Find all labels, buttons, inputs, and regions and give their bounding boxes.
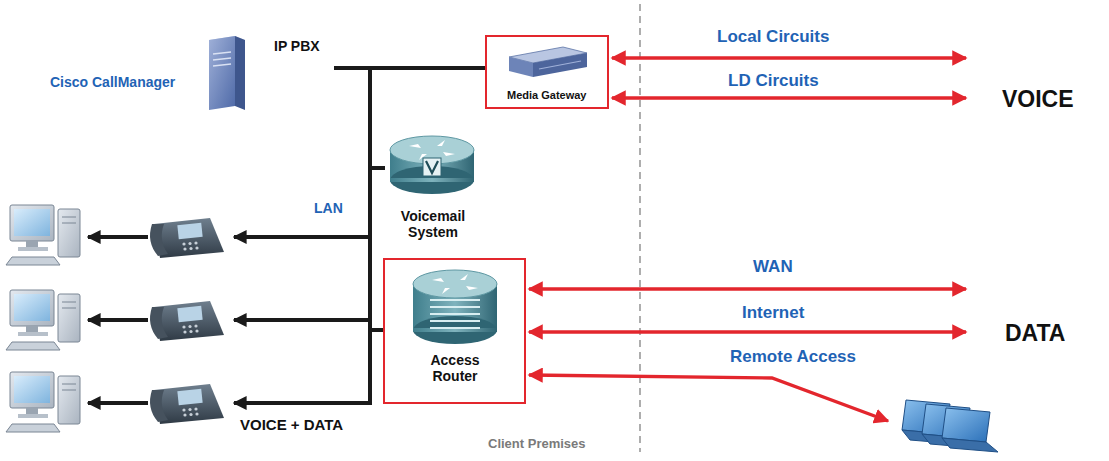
access-router-box: Access Router <box>383 258 526 404</box>
voicemail-icon-part <box>387 134 477 200</box>
server-name: Cisco CallManager <box>50 74 175 90</box>
access-router-icon-part-part-part <box>432 278 444 282</box>
media-gateway-icon-part-part <box>509 57 533 77</box>
access-router-icon-part-part <box>430 299 480 301</box>
server-icon-part-part <box>213 64 231 66</box>
network-illustration-part <box>150 301 224 341</box>
lan-wiring-part <box>368 320 372 405</box>
external-links-part <box>529 330 966 333</box>
media-gateway-icon <box>507 43 589 87</box>
lan-wiring-part <box>88 401 148 405</box>
lan-wiring-part <box>88 318 148 322</box>
access-router-icon-part-part <box>430 327 480 329</box>
access-router-icon-part-part <box>430 313 480 315</box>
voicemail-icon-part-part <box>409 140 455 160</box>
access-router-icon <box>410 268 500 348</box>
server-icon-part <box>205 34 249 114</box>
lan-wiring-part <box>234 235 370 239</box>
link-label: WAN <box>751 257 795 277</box>
server-role: IP PBX <box>274 38 320 54</box>
group-label: DATA <box>1003 320 1067 346</box>
link-label: Local Circuits <box>715 27 831 47</box>
media-gateway-icon-part-part <box>533 53 587 77</box>
network-illustration-part <box>942 408 998 452</box>
access-router-icon-part-part <box>430 306 480 308</box>
server-icon-part-part <box>235 36 245 110</box>
access-router-icon-part-part <box>430 320 480 322</box>
region-label: Client Premises <box>486 437 588 452</box>
lan-wiring <box>88 237 370 405</box>
access-router-icon-part-part <box>413 316 497 344</box>
network-label: VOICE + DATA <box>238 416 345 433</box>
access-router-icon-part-part-part <box>466 286 478 290</box>
access-router-icon-part-part <box>413 270 497 298</box>
external-links-part <box>529 287 966 290</box>
server-icon-part-part <box>213 58 231 60</box>
media-gateway-icon-part <box>507 43 589 83</box>
external-links <box>529 58 966 421</box>
network-illustration-part <box>6 372 80 432</box>
premises-divider <box>639 4 641 452</box>
voicemail-icon <box>387 134 477 204</box>
external-links-part <box>612 96 966 99</box>
server-icon-part-part <box>213 52 231 54</box>
voicemail-icon-part-part-part <box>437 140 445 146</box>
voicemail-icon-part-part <box>426 161 438 173</box>
access-router-icon-part-part <box>432 274 478 294</box>
voicemail-icon-part-part-part <box>443 152 455 156</box>
media-gateway-box: Media Gateway <box>485 35 609 109</box>
voicemail-system: Voicemail System <box>385 128 480 250</box>
link-label: LD Circuits <box>726 71 821 91</box>
lan-connector <box>334 68 385 168</box>
link-label: Remote Access <box>728 347 858 367</box>
network-illustration-part <box>150 384 224 424</box>
media-gateway-icon-part-part <box>539 61 581 69</box>
network-label: LAN <box>312 200 345 216</box>
link-label: Internet <box>740 303 806 323</box>
device-label: Access Router <box>420 352 490 384</box>
server-icon <box>205 34 249 118</box>
group-label: VOICE <box>1000 86 1076 112</box>
access-router-icon-part-part-part <box>442 288 450 294</box>
lan-wiring-part <box>234 318 370 322</box>
external-links-part <box>529 375 888 421</box>
voicemail-icon-part-part-part <box>409 144 421 148</box>
server-icon-part-part <box>209 36 235 110</box>
lan-connector <box>334 68 383 330</box>
access-router-icon-part <box>410 268 500 344</box>
network-illustration-part <box>6 290 80 350</box>
network-illustration-part <box>150 218 224 258</box>
lan-wiring-part <box>88 235 148 239</box>
call-manager-server: Cisco CallManager IP PBX <box>50 28 334 116</box>
device-label: Media Gateway <box>507 89 586 102</box>
lan-wiring-part <box>234 401 370 405</box>
external-links-part <box>612 56 966 59</box>
network-illustration-part <box>6 205 80 265</box>
device-label: Voicemail System <box>393 208 473 240</box>
access-router-icon-part-part-part <box>460 274 468 280</box>
voicemail-icon-part-part <box>390 178 474 182</box>
access-router-icon-part-part <box>413 328 497 332</box>
voicemail-icon-part-part <box>423 158 441 176</box>
